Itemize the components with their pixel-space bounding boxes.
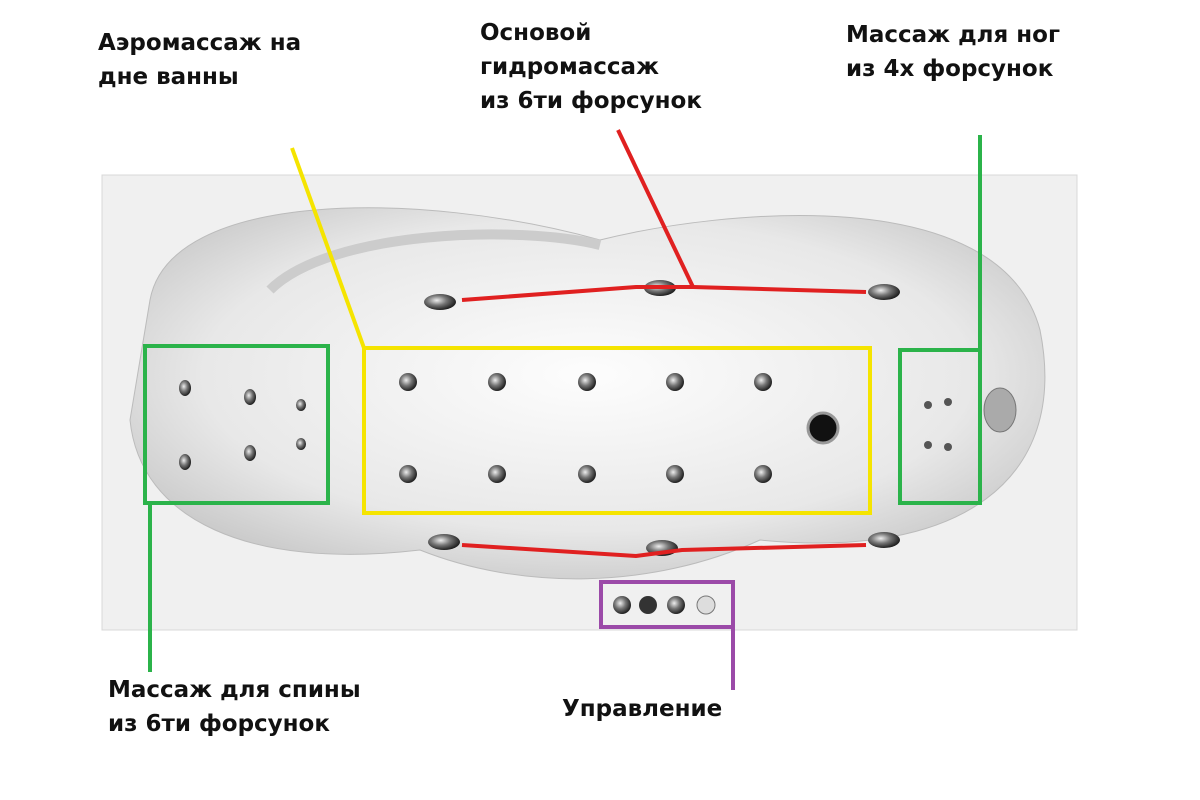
control-label-line1: Управление — [562, 696, 723, 722]
aero-label-line1: Аэромассаж на — [98, 30, 302, 56]
feet-label-line1: Массаж для ног — [846, 22, 1060, 48]
back-label-line2: из 6ти форсунок — [108, 711, 330, 737]
aero-label-line2: дне ванны — [98, 64, 239, 90]
hydro-annotation — [461, 129, 867, 559]
back-jets — [179, 380, 306, 470]
feet-label-line2: из 4х форсунок — [846, 56, 1054, 82]
feet-jets — [924, 387, 1017, 451]
hydro-label-line1: Основой — [480, 20, 592, 46]
hydro-label-line2: гидромассаж — [480, 54, 659, 80]
hydro-label: Основой гидромассаж из 6ти форсунок — [480, 16, 702, 118]
back-label: Массаж для спины из 6ти форсунок — [108, 673, 361, 741]
aero-jets — [399, 373, 840, 483]
aero-label: Аэромассаж на дне ванны — [98, 26, 301, 94]
hydro-label-line3: из 6ти форсунок — [480, 88, 702, 114]
feet-annotation — [898, 135, 982, 505]
back-label-line1: Массаж для спины — [108, 677, 361, 703]
control-knobs — [613, 595, 716, 615]
feet-label: Массаж для ног из 4х форсунок — [846, 18, 1060, 86]
control-annotation — [599, 580, 735, 690]
control-label: Управление — [562, 692, 722, 726]
back-annotation — [143, 344, 330, 672]
aero-annotation — [290, 147, 872, 515]
